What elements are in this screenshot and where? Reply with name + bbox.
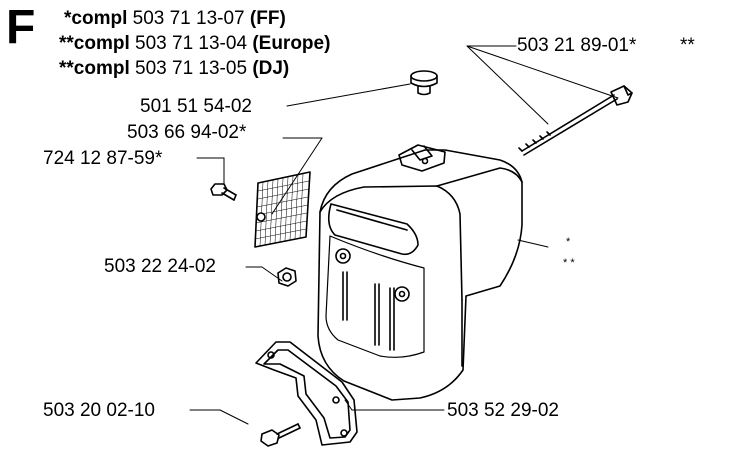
spark-screen [254, 171, 311, 248]
bottom-screw [260, 423, 301, 447]
small-screw [210, 183, 237, 201]
kit-line-dj: **compl 503 71 13-05 (DJ) [59, 58, 289, 80]
kit-prefix: *compl [64, 8, 128, 29]
label-screen: 503 66 94-02* [127, 122, 247, 143]
kit-prefix: **compl [59, 33, 130, 54]
kit-number: 503 71 13-04 [135, 33, 248, 54]
nut [277, 267, 297, 287]
label-long-bolt-note: ** [680, 35, 695, 56]
label-bottom-screw: 503 20 02-10 [43, 400, 155, 421]
label-plug: 501 51 54-02 [140, 96, 252, 117]
kit-number: 503 71 13-07 [132, 8, 245, 29]
gasket-bracket [255, 341, 358, 446]
long-bolt [518, 85, 633, 156]
label-small-screw: 724 12 87-59* [43, 148, 163, 169]
plug [410, 70, 438, 96]
kit-line-ff: *compl 503 71 13-07 (FF) [64, 8, 286, 30]
section-letter: F [6, 1, 36, 54]
kit-variant: (DJ) [252, 58, 290, 79]
kit-variant: (Europe) [252, 33, 331, 54]
muffler-body [317, 144, 523, 401]
kit-line-europe: **compl 503 71 13-04 (Europe) [59, 33, 330, 55]
label-gasket: 503 52 29-02 [447, 400, 559, 421]
leader-lines [189, 45, 619, 425]
kit-variant: (FF) [249, 8, 286, 29]
muffler-note-double: * * [563, 257, 575, 269]
label-nut: 503 22 24-02 [104, 256, 216, 277]
kit-prefix: **compl [59, 58, 130, 79]
muffler-note-single: * [566, 236, 571, 248]
label-long-bolt: 503 21 89-01* [517, 35, 637, 56]
kit-number: 503 71 13-05 [135, 58, 248, 79]
